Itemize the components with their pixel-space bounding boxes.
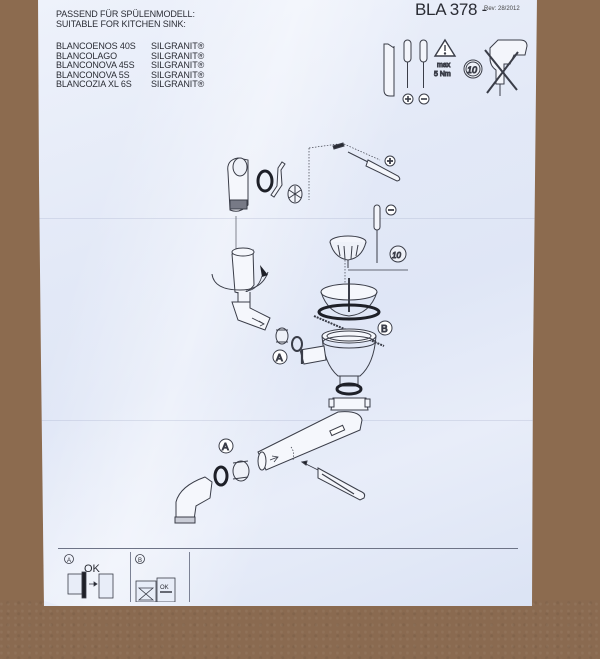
footer-panel-divider bbox=[189, 552, 191, 602]
pipe-end-icon bbox=[98, 573, 114, 599]
plus-marker-icon bbox=[384, 155, 396, 167]
footer-panel-b: B OK bbox=[130, 552, 187, 602]
model-name: BLANCONOVA 45S bbox=[56, 60, 135, 70]
revision-date: Rev: 28/2012 bbox=[484, 6, 520, 12]
minus-marker-icon bbox=[385, 204, 397, 216]
overflow-grille bbox=[287, 184, 303, 204]
model-name: BLANCONOVA 5S bbox=[56, 69, 130, 80]
drain-body-part bbox=[299, 328, 377, 387]
overflow-bracket bbox=[270, 161, 286, 198]
heading-english: SUITABLE FOR KITCHEN SINK: bbox=[56, 18, 186, 29]
model-name: BLANCOENOS 40S bbox=[56, 41, 136, 51]
instruction-sheet bbox=[38, 0, 537, 606]
strainer-basket-part bbox=[329, 235, 367, 268]
phillips-screwdriver-icon bbox=[403, 39, 412, 88]
phillips-screwdriver-diagram bbox=[347, 151, 401, 182]
drain-gasket bbox=[335, 382, 363, 396]
pipe-end-icon bbox=[67, 573, 83, 595]
flat-screwdriver-icon bbox=[419, 39, 428, 88]
callout-b: B bbox=[377, 320, 393, 336]
panel-a-label: A bbox=[67, 558, 71, 564]
callout-a2-label: A bbox=[222, 442, 229, 453]
material-list: SILGRANIT® SILGRANIT® SILGRANIT® SILGRAN… bbox=[151, 41, 205, 90]
overflow-pipe-part bbox=[211, 247, 271, 331]
model-material: SILGRANIT® bbox=[151, 60, 205, 70]
model-material: SILGRANIT® bbox=[151, 79, 205, 89]
paper-crease bbox=[38, 218, 537, 219]
torque-value-label: 5 Nm bbox=[434, 71, 451, 78]
warning-icon bbox=[433, 38, 457, 57]
model-material: SILGRANIT® bbox=[151, 41, 205, 51]
drain-pipe-part bbox=[257, 411, 363, 471]
gasket-ring bbox=[256, 169, 274, 193]
panel-b-label: B bbox=[138, 558, 142, 564]
flat-screwdriver-diagram bbox=[373, 204, 381, 263]
model-material: SILGRANIT® bbox=[151, 69, 205, 80]
union-nut-part bbox=[275, 327, 289, 345]
cut-arrow-icon bbox=[300, 460, 319, 471]
union-nut-part bbox=[232, 460, 250, 482]
screw-part bbox=[332, 142, 345, 150]
model-name: BLANCOZIA XL 6S bbox=[56, 79, 132, 89]
callout-a-label: A bbox=[276, 353, 283, 364]
model-material: SILGRANIT® bbox=[151, 50, 205, 61]
sink-edge-section bbox=[313, 315, 385, 347]
elbow-pipe-part bbox=[174, 476, 213, 524]
overflow-cover-part bbox=[227, 157, 249, 212]
coin-10-icon: 10 bbox=[463, 59, 483, 79]
assembly-diagram: max 5 Nm 10 bbox=[174, 38, 528, 524]
cardboard-background-left bbox=[0, 0, 44, 600]
coin-value: 10 bbox=[467, 65, 477, 75]
pipe-stamp-label bbox=[329, 424, 346, 437]
coin-marker-value: 10 bbox=[392, 251, 401, 260]
model-list: BLANCOENOS 40S BLANCOLAGO BLANCONOVA 45S… bbox=[56, 41, 136, 90]
cardboard-background-right bbox=[532, 0, 600, 600]
rotation-arrow-icon bbox=[245, 265, 268, 292]
document-id: BLA 378 - bbox=[415, 0, 487, 19]
model-name: BLANCOLAGO bbox=[56, 50, 118, 61]
callout-a-upper: A bbox=[272, 349, 288, 365]
plus-circle-icon bbox=[402, 93, 414, 105]
suitable-heading: PASSEND FÜR SPÜLENMODELL: SUITABLE FOR K… bbox=[56, 9, 195, 29]
panel-b-ok: OK bbox=[160, 585, 169, 591]
no-power-drill-icon bbox=[484, 39, 528, 96]
callout-a-lower: A bbox=[218, 438, 234, 454]
hacksaw-diagram bbox=[317, 467, 366, 501]
heading-german: PASSEND FÜR SPÜLENMODELL: bbox=[56, 9, 195, 19]
footer-panel-a: A OK bbox=[62, 552, 126, 602]
footer-divider bbox=[58, 548, 518, 549]
sink-flange-part bbox=[320, 278, 378, 317]
gasket-ring bbox=[213, 465, 229, 487]
gasket-ring bbox=[291, 336, 303, 352]
torque-max-label: max bbox=[437, 62, 451, 69]
coin-marker-icon: 10 bbox=[389, 245, 407, 263]
panel-a-ok: OK bbox=[84, 563, 101, 575]
callout-b-label: B bbox=[381, 324, 388, 335]
paper-crease bbox=[38, 420, 537, 421]
hacksaw-icon bbox=[383, 43, 395, 97]
sink-gasket bbox=[317, 303, 381, 321]
trap-nut-part bbox=[328, 397, 371, 411]
minus-circle-icon bbox=[418, 93, 430, 105]
